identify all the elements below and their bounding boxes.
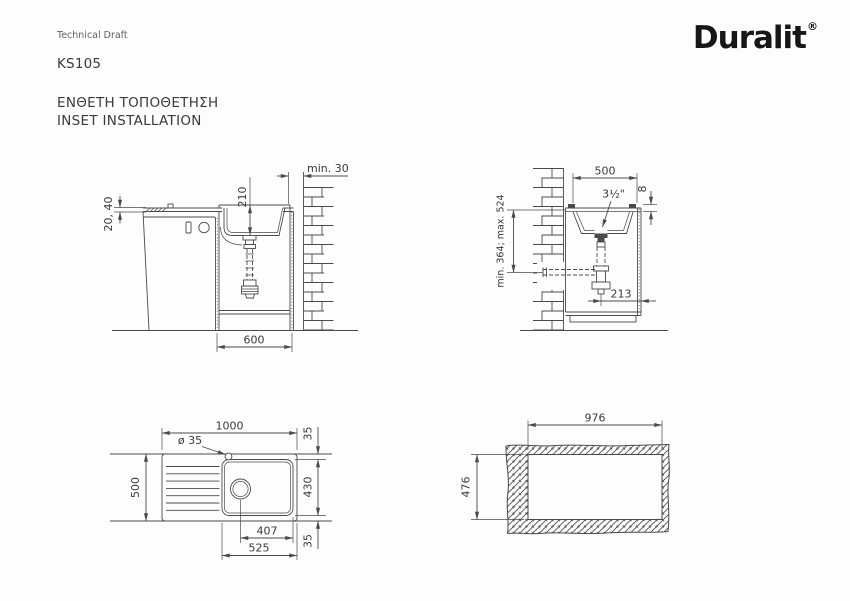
front-section-view: 500 3½" 8 min. 364; max. 524 213 (496, 165, 668, 331)
dim-rim-height: 8 (636, 186, 649, 193)
cabinet-section (565, 208, 642, 323)
dim-counter-thickness: 20, 40 (102, 197, 115, 232)
front-section-dimensions: 500 3½" 8 min. 364; max. 524 213 (496, 165, 657, 306)
drainboard-grooves (166, 466, 220, 511)
cabinet-knob (198, 221, 210, 234)
brand-logo: Duralit® (693, 20, 818, 56)
dim-width: 500 (129, 477, 142, 498)
sink-bowl-section (218, 204, 291, 299)
top-view-dimensions: 1000 500 ø 35 35 430 35 407 (129, 420, 326, 560)
countertop-section (143, 203, 294, 212)
model-number: KS105 (57, 56, 102, 72)
dim-cutout-length: 976 (585, 412, 606, 425)
base-cabinet (142, 211, 294, 331)
drain-hole (230, 478, 251, 500)
sink-bowl-section (565, 204, 641, 248)
side-section-view: min. 30 210 20, 40 600 (102, 162, 358, 352)
dim-trap-height: min. 364; max. 524 (496, 194, 507, 287)
brick-wall (531, 168, 564, 330)
title-greek: ΕΝΘΕΤΗ ΤΟΠΟΘΕΤΗΣΗ (57, 95, 219, 111)
dim-wall-gap: min. 30 (307, 162, 349, 175)
side-section-dimensions: min. 30 210 20, 40 600 (102, 162, 349, 352)
dim-drain-thread: 3½" (602, 188, 625, 201)
dim-tap-hole: ø 35 (178, 434, 202, 447)
registered-mark-icon: ® (807, 20, 818, 33)
drain-pipe (241, 244, 259, 299)
cutout-dimensions: 976 476 (460, 412, 663, 520)
dim-sink-width: 500 (595, 165, 616, 178)
dim-bowl-depth: 210 (236, 187, 249, 208)
dim-cutout-width: 476 (460, 477, 473, 498)
cutout-hatched-slab (505, 443, 670, 535)
dim-length: 1000 (216, 420, 244, 433)
brand-name: Duralit (692, 20, 807, 56)
dim-drain-offset: 213 (611, 288, 632, 301)
fixing-clip (629, 204, 636, 208)
worktop-cutout: 976 476 (460, 412, 670, 535)
doc-type-label: Technical Draft (57, 30, 128, 41)
dim-bowl-width: 430 (302, 477, 315, 498)
bowl-top (221, 459, 294, 516)
sink-top-view: 1000 500 ø 35 35 430 35 407 (110, 420, 332, 560)
dim-rim-back: 35 (302, 534, 315, 548)
dim-rim-front: 35 (302, 427, 315, 441)
cabinet-handle (185, 221, 192, 234)
sink-outline (161, 453, 298, 522)
dim-bowl-length: 525 (249, 542, 270, 555)
dim-cabinet-width: 600 (244, 334, 265, 347)
brick-wall (303, 172, 335, 330)
fixing-clip (568, 204, 575, 208)
dim-drain-position: 407 (257, 525, 278, 538)
title-english: INSET INSTALLATION (57, 113, 202, 129)
tap-hole (224, 452, 233, 461)
